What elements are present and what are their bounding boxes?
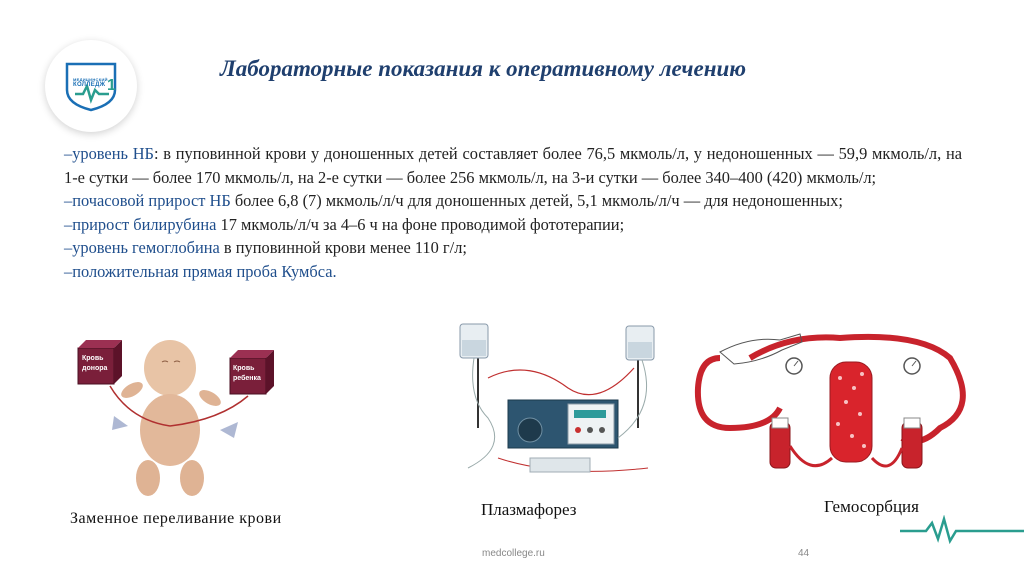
- plasmapheresis-machine-icon: [507, 399, 619, 449]
- arrow-icon: [220, 422, 238, 438]
- slide-title: Лабораторные показания к оперативному ле…: [220, 56, 747, 81]
- college-logo: 1 МЕДИЦИНСКИЙ КОЛЛЕДЖ: [45, 40, 137, 132]
- svg-text:1: 1: [107, 77, 116, 94]
- child-blood-bag-icon: Кровь ребенка: [229, 350, 274, 395]
- svg-text:Кровь: Кровь: [233, 365, 255, 372]
- heartbeat-line-icon: [900, 515, 1024, 545]
- infusion-bottle-icon: [625, 325, 655, 361]
- caption-hemosorption: Гемосорбция: [824, 497, 919, 516]
- infant-figure: [121, 340, 221, 496]
- page-number: 44: [798, 548, 810, 559]
- plasma-bag-icon: [529, 457, 591, 473]
- footer-site: medcollege.ru: [482, 548, 545, 559]
- caption-exchange-transfusion: Заменное переливание крови: [70, 510, 282, 527]
- indications-list: –уровень НБ: в пуповинной крови у доноше…: [64, 142, 962, 283]
- infusion-bottle-icon: [459, 323, 489, 359]
- arm-icon: [719, 333, 803, 365]
- list-item: –уровень НБ: в пуповинной крови у доноше…: [64, 142, 962, 189]
- list-item: –почасовой прирост НБ более 6,8 (7) мкмо…: [64, 189, 962, 213]
- item-highlight: –уровень НБ: [64, 144, 154, 163]
- hemosorption-illustration: [694, 333, 966, 469]
- drip-chamber-icon: [901, 417, 923, 469]
- pressure-gauge-icon: [785, 357, 803, 375]
- drip-chamber-icon: [769, 417, 791, 469]
- svg-text:ребенка: ребенка: [233, 374, 261, 382]
- item-text: : в пуповинной крови у доношенных детей …: [64, 144, 963, 187]
- caption-plasmapheresis: Плазмафорез: [481, 500, 577, 519]
- college-logo-icon: 1: [65, 62, 117, 112]
- svg-text:Кровь: Кровь: [82, 355, 104, 362]
- item-highlight: –почасовой прирост НБ: [64, 191, 231, 210]
- item-text: 17 мкмоль/л/ч за 4–6 ч на фоне проводимо…: [216, 214, 625, 234]
- list-item: –уровень гемоглобина в пуповинной крови …: [64, 236, 962, 260]
- item-text: более 6,8 (7) мкмоль/л/ч для доношенных …: [230, 191, 843, 210]
- list-item: –положительная прямая проба Кумбса.: [64, 260, 962, 284]
- item-text: в пуповинной крови менее 110 г/л;: [219, 238, 467, 257]
- arrow-icon: [112, 416, 128, 430]
- logo-line-2: КОЛЛЕДЖ: [73, 82, 106, 88]
- item-highlight: –положительная прямая проба Кумбса.: [64, 261, 337, 281]
- pressure-gauge-icon: [903, 357, 921, 375]
- exchange-transfusion-illustration: Кровь донора Кровь ребенка: [77, 340, 274, 496]
- logo-line-1: МЕДИЦИНСКИЙ: [73, 77, 108, 82]
- list-item: –прирост билирубина 17 мкмоль/л/ч за 4–6…: [64, 213, 962, 237]
- plasmapheresis-illustration: [459, 323, 655, 473]
- item-highlight: –уровень гемоглобина: [64, 238, 220, 257]
- item-highlight: –прирост билирубина: [64, 214, 217, 234]
- sorption-column-icon: [829, 361, 873, 463]
- svg-text:донора: донора: [82, 365, 107, 372]
- donor-blood-bag-icon: Кровь донора: [77, 340, 122, 385]
